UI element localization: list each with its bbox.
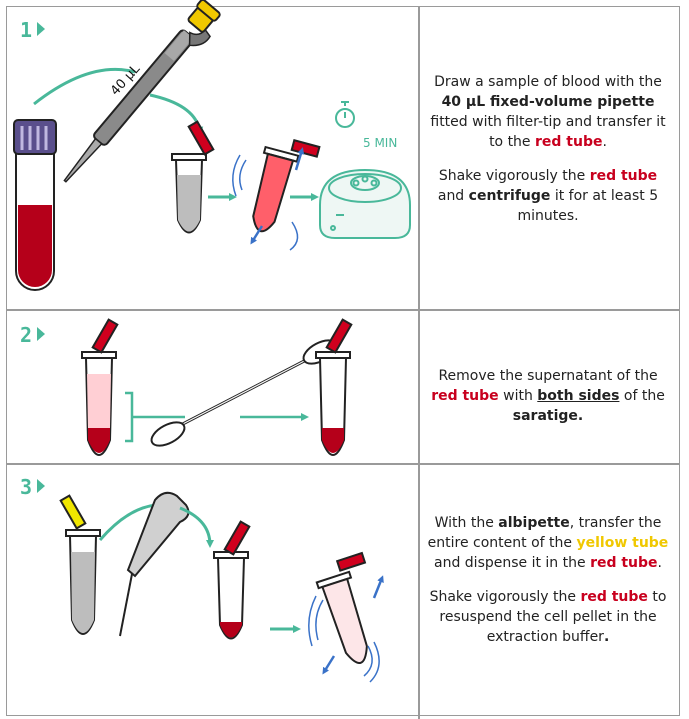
red-tube-pellet-icon xyxy=(214,522,249,639)
timer-label: 5 MIN xyxy=(363,136,397,150)
step-1-paragraph-1: Draw a sample of blood with the 40 µL fi… xyxy=(425,72,671,152)
shaking-red-tube-icon xyxy=(244,134,319,241)
step-3-description: With the albipette, transfer the entire … xyxy=(425,513,671,661)
stopwatch-icon xyxy=(336,102,354,127)
empty-tube-icon xyxy=(172,122,213,233)
red-tube-highlight: red tube xyxy=(590,555,657,571)
red-tube-highlight: red tube xyxy=(590,168,657,184)
supernatant-tube-icon xyxy=(82,320,117,455)
bold-emphasis: albipette xyxy=(498,515,569,531)
step-1-description: Draw a sample of blood with the 40 µL fi… xyxy=(425,72,671,240)
resuspend-tube-icon xyxy=(312,553,394,668)
pellet-tube-icon xyxy=(316,320,351,455)
step-2-paragraph-1: Remove the supernatant of the red tube w… xyxy=(425,366,671,426)
bold-emphasis: 40 µL fixed-volume pipette xyxy=(442,94,655,110)
bold-emphasis: . xyxy=(604,629,609,645)
step-3-paragraph-1: With the albipette, transfer the entire … xyxy=(425,513,671,573)
bold-emphasis: centrifuge xyxy=(469,188,551,204)
swab-icon xyxy=(148,336,340,451)
centrifuge-icon xyxy=(320,170,410,238)
bold-emphasis: saratige. xyxy=(513,408,583,424)
red-tube-highlight: red tube xyxy=(580,589,647,605)
yellow-tube-icon xyxy=(61,496,100,634)
red-tube-highlight: red tube xyxy=(431,388,498,404)
step-1-paragraph-2: Shake vigorously the red tube and centri… xyxy=(425,166,671,226)
red-tube-highlight: red tube xyxy=(535,134,602,150)
yellow-tube-highlight: yellow tube xyxy=(576,535,668,551)
underlined-emphasis: both sides xyxy=(537,388,619,404)
blood-tube-icon xyxy=(14,120,56,290)
step-3-paragraph-2: Shake vigorously the red tube to resuspe… xyxy=(425,587,671,647)
step-2-description: Remove the supernatant of the red tube w… xyxy=(425,366,671,440)
